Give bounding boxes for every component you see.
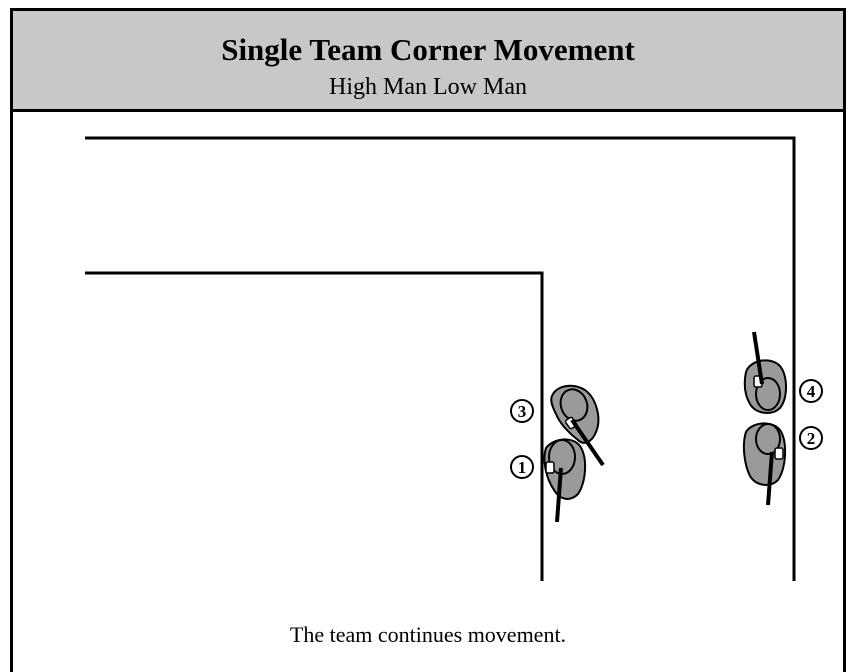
inner-hallway-wall xyxy=(85,271,544,581)
diagram-frame: Single Team Corner Movement High Man Low… xyxy=(10,8,846,672)
diagram-subtitle: High Man Low Man xyxy=(329,74,527,100)
svg-text:3: 3 xyxy=(518,402,527,421)
header-panel: Single Team Corner Movement High Man Low… xyxy=(13,11,843,112)
diagram-caption: The team continues movement. xyxy=(289,622,567,647)
operator-3-figure xyxy=(550,384,605,467)
diagram-title: Single Team Corner Movement xyxy=(221,32,635,67)
operator-4-label: 4 xyxy=(799,379,823,403)
svg-text:4: 4 xyxy=(807,382,816,401)
operator-2-figure xyxy=(742,422,786,506)
operator-2-label: 2 xyxy=(799,426,823,450)
operator-1-label: 1 xyxy=(510,455,534,479)
svg-text:1: 1 xyxy=(518,458,527,477)
outer-hallway-wall xyxy=(85,136,796,581)
operator-4-figure xyxy=(743,331,787,414)
operator-3-label: 3 xyxy=(510,399,534,423)
svg-text:2: 2 xyxy=(807,429,816,448)
operator-1-figure xyxy=(543,438,586,523)
